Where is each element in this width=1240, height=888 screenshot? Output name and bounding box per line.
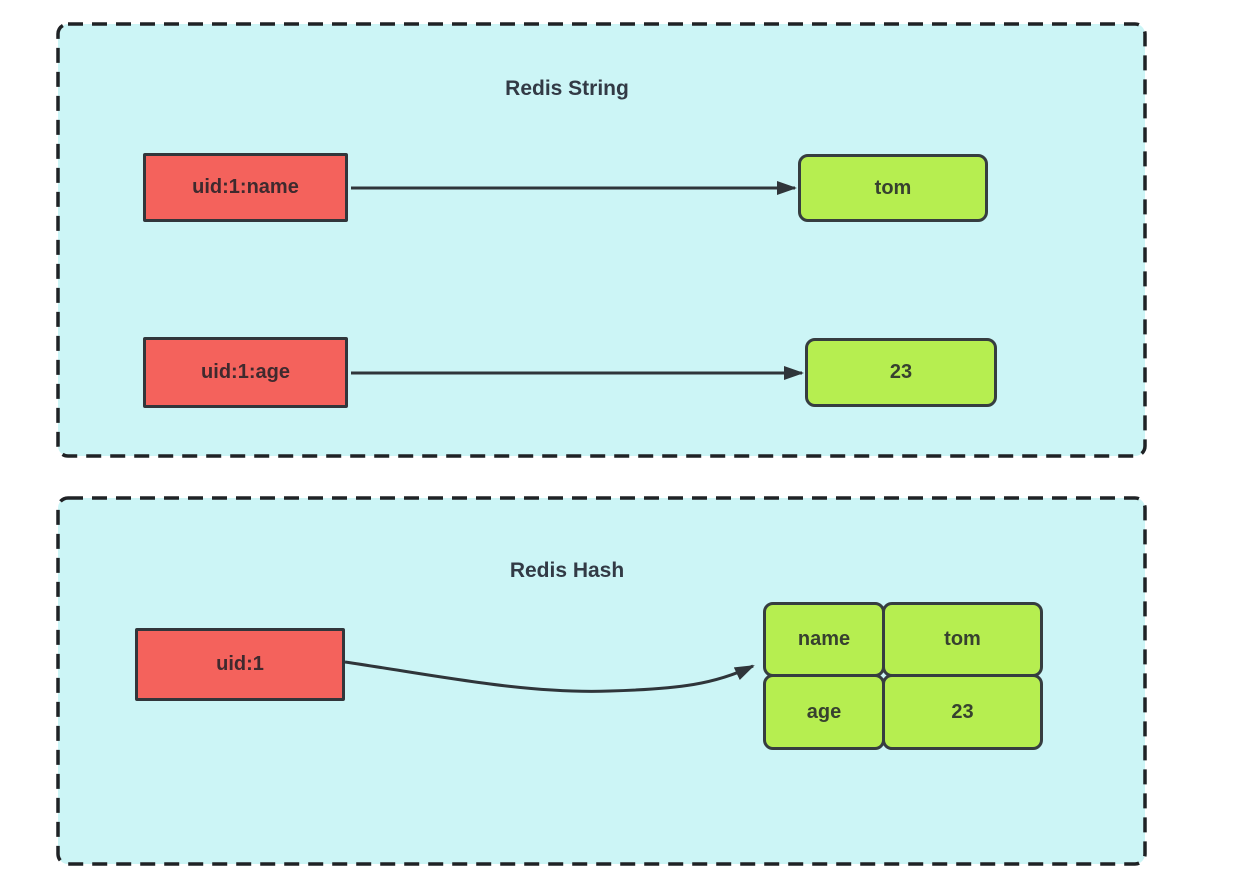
string-value-23: 23 — [805, 338, 997, 407]
hash-value-tom: tom — [882, 602, 1043, 677]
string-key-uid-1-age: uid:1:age — [143, 337, 348, 408]
arrow-hash-key-to-table — [344, 660, 755, 693]
hash-field-name: name — [763, 602, 885, 677]
redis-hash-panel — [56, 496, 1147, 866]
redis-string-title: Redis String — [505, 77, 629, 100]
hash-key-uid-1: uid:1 — [135, 628, 345, 701]
hash-value-23: 23 — [882, 674, 1043, 750]
string-value-tom: tom — [798, 154, 988, 222]
redis-hash-title: Redis Hash — [509, 559, 625, 582]
string-key-uid-1-name: uid:1:name — [143, 153, 348, 222]
hash-field-age: age — [763, 674, 885, 750]
